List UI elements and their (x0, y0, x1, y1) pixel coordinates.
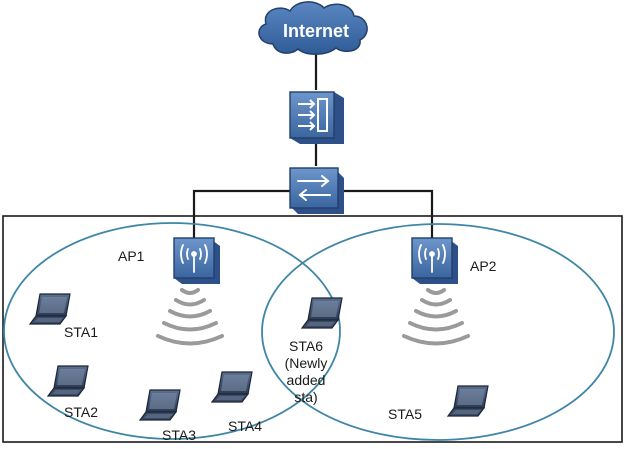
connection-lines (192, 54, 434, 238)
firewall-icon (289, 91, 344, 144)
sta1-label: STA1 (64, 324, 98, 340)
ap1-icon (173, 237, 220, 284)
ap2-icon (411, 237, 458, 284)
wlan-area-frame (2, 215, 623, 443)
sta3-laptop-icon (139, 389, 181, 421)
sta6-laptop-icon (301, 297, 343, 329)
switch-icon (289, 167, 344, 214)
sta4-label: STA4 (228, 418, 262, 434)
switch-ap1-link (192, 189, 292, 238)
internet-label: Internet (283, 21, 349, 41)
sta5-laptop-icon (447, 385, 489, 417)
sta3-label: STA3 (162, 427, 196, 443)
sta5-label: STA5 (388, 406, 422, 422)
switch-ap2-link (340, 189, 434, 238)
ap2-signal-waves-icon (402, 288, 470, 346)
sta6-label-line: sta) (294, 389, 318, 405)
ap2-coverage-area (261, 223, 615, 441)
ap1-signal-waves-icon (156, 288, 224, 346)
sta4-laptop-icon (211, 371, 253, 403)
ap1-coverage-area (3, 222, 341, 440)
ap2-label: AP2 (470, 258, 497, 274)
sta2-label: STA2 (64, 404, 98, 420)
sta1-laptop-icon (29, 293, 71, 325)
internet-cloud-icon (258, 1, 368, 55)
sta6-label-line: (Newly (284, 355, 328, 371)
sta6-label: STA6 (Newly added sta) (276, 338, 336, 406)
sta6-label-line: added (286, 372, 326, 388)
ap1-label: AP1 (118, 248, 145, 264)
sta6-label-line: STA6 (289, 338, 323, 354)
sta2-laptop-icon (47, 365, 89, 397)
